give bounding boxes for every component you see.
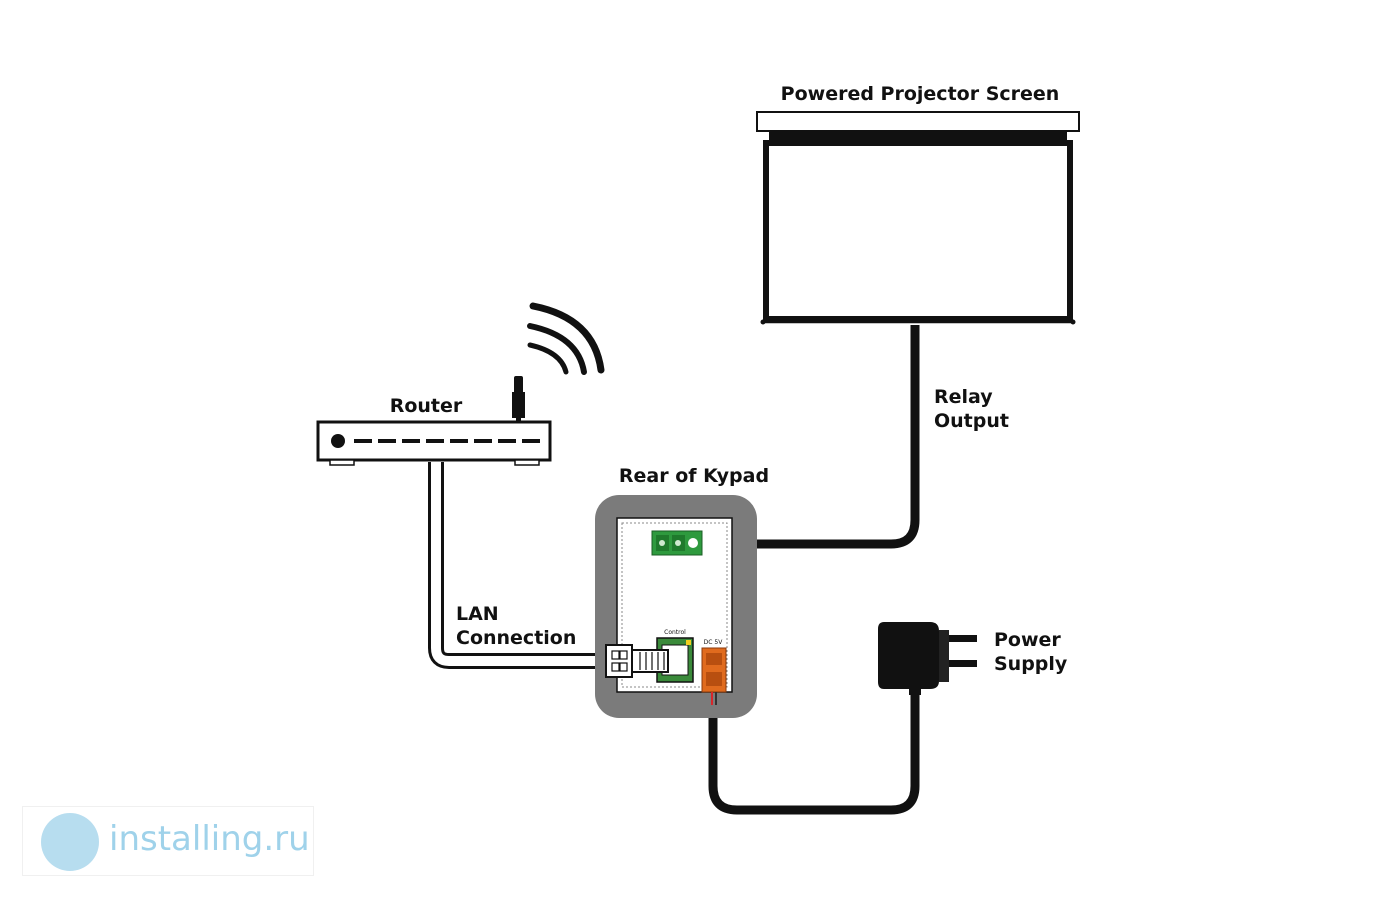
watermark-logo-icon (41, 813, 99, 871)
power-supply-label: Power Supply (994, 629, 1068, 675)
relay-terminal-block (651, 530, 703, 556)
power-adapter-icon (878, 622, 977, 695)
watermark-text: installing.ru (109, 819, 310, 859)
power-label-line2: Supply (994, 653, 1068, 675)
rear-of-keypad-label: Rear of Kypad (619, 465, 769, 487)
lan-connection-label: LAN Connection (456, 603, 576, 649)
lan-label-line1: LAN (456, 603, 499, 625)
lan-label-line2: Connection (456, 627, 576, 649)
keypad-rear: Control DC 5V (595, 495, 757, 718)
relay-label-line1: Relay (934, 386, 993, 408)
power-label-line1: Power (994, 629, 1061, 651)
router-label: Router (390, 395, 463, 417)
dc-power-terminal (701, 647, 727, 705)
projector-screen (756, 111, 1080, 325)
projector-screen-label: Powered Projector Screen (781, 83, 1060, 105)
router (316, 376, 552, 466)
relay-label-line2: Output (934, 410, 1009, 432)
power-supply-cable (708, 688, 920, 815)
dc-port-label: DC 5V (704, 639, 724, 646)
watermark: installing.ru (22, 806, 314, 876)
relay-output-label: Relay Output (934, 386, 1009, 432)
rj45-plug (605, 644, 669, 678)
control-port-label: Control (664, 629, 686, 636)
lan-cable (428, 462, 612, 669)
wifi-signal-icon (527, 302, 605, 375)
